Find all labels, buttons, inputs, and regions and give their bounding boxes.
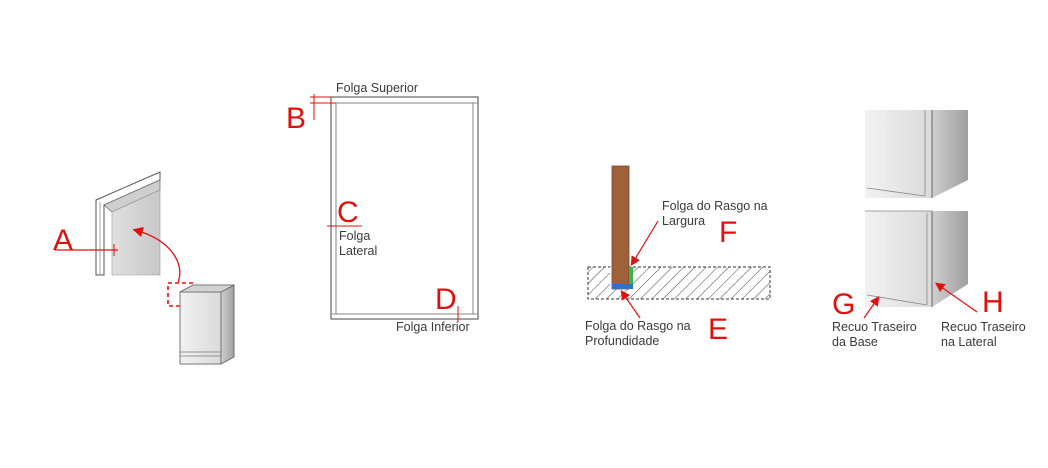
- depth-clearance: [612, 284, 633, 289]
- label-folga-lateral-1: Folga: [339, 229, 370, 243]
- h-arrow: [935, 282, 978, 313]
- b-marker: [310, 94, 336, 120]
- letter-d: D: [435, 283, 457, 316]
- label-recuo-base-1: Recuo Traseiro: [832, 320, 917, 334]
- label-folga-superior: Folga Superior: [336, 81, 418, 95]
- g-arrow: [863, 296, 880, 319]
- letter-b: B: [286, 102, 306, 135]
- label-recuo-lateral-1: Recuo Traseiro: [941, 320, 1026, 334]
- letter-a: A: [53, 224, 73, 257]
- setback-figure: [865, 110, 968, 307]
- letter-e: E: [708, 313, 728, 346]
- letter-g: G: [832, 288, 855, 321]
- letter-c: C: [337, 196, 359, 229]
- label-recuo-lateral-2: na Lateral: [941, 335, 997, 349]
- e-arrow: [620, 290, 641, 319]
- width-clearance: [629, 267, 633, 289]
- label-rasgo-largura-2: Largura: [662, 214, 705, 228]
- label-rasgo-profundidade-2: Profundidade: [585, 334, 659, 348]
- letter-h: H: [982, 286, 1004, 319]
- zoom-arrow: [132, 227, 181, 283]
- label-folga-lateral-2: Lateral: [339, 244, 377, 258]
- frame-figure: [330, 96, 479, 320]
- f-arrow: [630, 220, 659, 267]
- letter-f: F: [719, 216, 737, 249]
- label-recuo-base-2: da Base: [832, 335, 878, 349]
- corner-detail-figure: [95, 171, 161, 276]
- groove-figure: [587, 165, 771, 300]
- label-folga-inferior: Folga Inferior: [396, 320, 470, 334]
- small-cabinet: [179, 284, 235, 365]
- label-rasgo-largura-1: Folga do Rasgo na: [662, 199, 768, 213]
- label-rasgo-profundidade-1: Folga do Rasgo na: [585, 319, 691, 333]
